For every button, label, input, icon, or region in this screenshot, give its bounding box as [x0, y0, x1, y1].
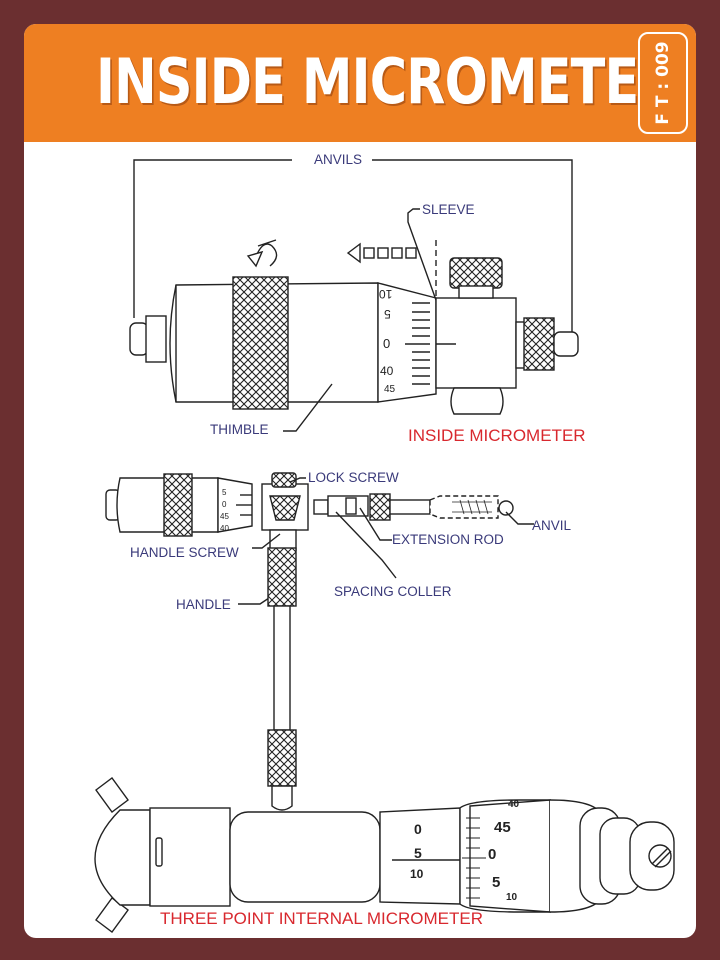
thimble-scale-45: 45 — [494, 819, 511, 836]
thimble-scale-5: 5 — [492, 874, 501, 891]
small-scale-40: 40 — [220, 524, 229, 533]
handle-screw-leader — [252, 533, 281, 549]
small-scale-45: 45 — [220, 512, 229, 521]
thimble-scale-10: 10 — [506, 892, 518, 903]
handle-leader — [238, 595, 273, 605]
label-handle-screw: HANDLE SCREW — [130, 545, 239, 560]
diagram-art — [94, 159, 675, 933]
label-sleeve: SLEEVE — [422, 202, 475, 217]
three-point-body — [229, 807, 461, 905]
top-scale-45: 45 — [384, 384, 396, 395]
anvil-leader — [505, 511, 534, 525]
sleeve-body — [435, 240, 579, 415]
sleeve-leader — [407, 208, 437, 301]
top-scale-0: 0 — [383, 336, 391, 351]
sleeve-scale-0: 0 — [414, 821, 422, 837]
title-banner: INSIDE MICROMETER F T : 009 — [24, 24, 696, 142]
three-point-thimble — [459, 799, 675, 913]
extension-rod-leader — [359, 507, 392, 541]
rotation-arrow-icon — [246, 239, 278, 268]
caption-inside-micrometer: INSIDE MICROMETER — [408, 426, 586, 445]
code-badge: F T : 009 — [638, 32, 688, 134]
label-anvil: ANVIL — [532, 518, 572, 533]
small-scale-5: 5 — [222, 488, 227, 497]
thimble-scale-40: 40 — [508, 799, 520, 810]
three-point-head — [94, 777, 259, 933]
travel-arrow-icon — [346, 242, 417, 264]
poster-card: INSIDE MICROMETER F T : 009 — [24, 24, 696, 938]
anvils-bracket-line — [133, 159, 573, 332]
label-lock-screw: LOCK SCREW — [308, 470, 399, 485]
caption-three-point-micrometer: THREE POINT INTERNAL MICROMETER — [160, 909, 484, 928]
sleeve-scale-5: 5 — [414, 845, 422, 861]
extension-rod-assembly — [313, 493, 514, 521]
top-scale-10: 10 — [379, 287, 393, 301]
thimble-scale-0: 0 — [488, 846, 497, 863]
label-spacing-coller: SPACING COLLER — [334, 584, 452, 599]
handle — [267, 547, 297, 811]
top-scale-40: 40 — [380, 364, 394, 378]
lock-screw-leader — [289, 477, 306, 483]
small-micrometer-head — [105, 473, 253, 537]
page-title: INSIDE MICROMETER — [96, 45, 678, 118]
left-anvil — [129, 315, 167, 363]
label-anvils: ANVILS — [314, 152, 363, 167]
label-thimble: THIMBLE — [210, 422, 269, 437]
thimble-leader — [283, 383, 333, 432]
thimble-knurl — [232, 276, 289, 410]
top-scale-5: 5 — [384, 307, 391, 321]
sleeve-scale-10: 10 — [410, 867, 424, 881]
spacing-coller-leader — [335, 511, 397, 579]
label-handle: HANDLE — [176, 597, 231, 612]
thimble-scale — [377, 282, 437, 403]
label-extension-rod: EXTENSION ROD — [392, 532, 504, 547]
small-scale-0: 0 — [222, 500, 227, 509]
handle-screw-joint — [261, 472, 309, 551]
